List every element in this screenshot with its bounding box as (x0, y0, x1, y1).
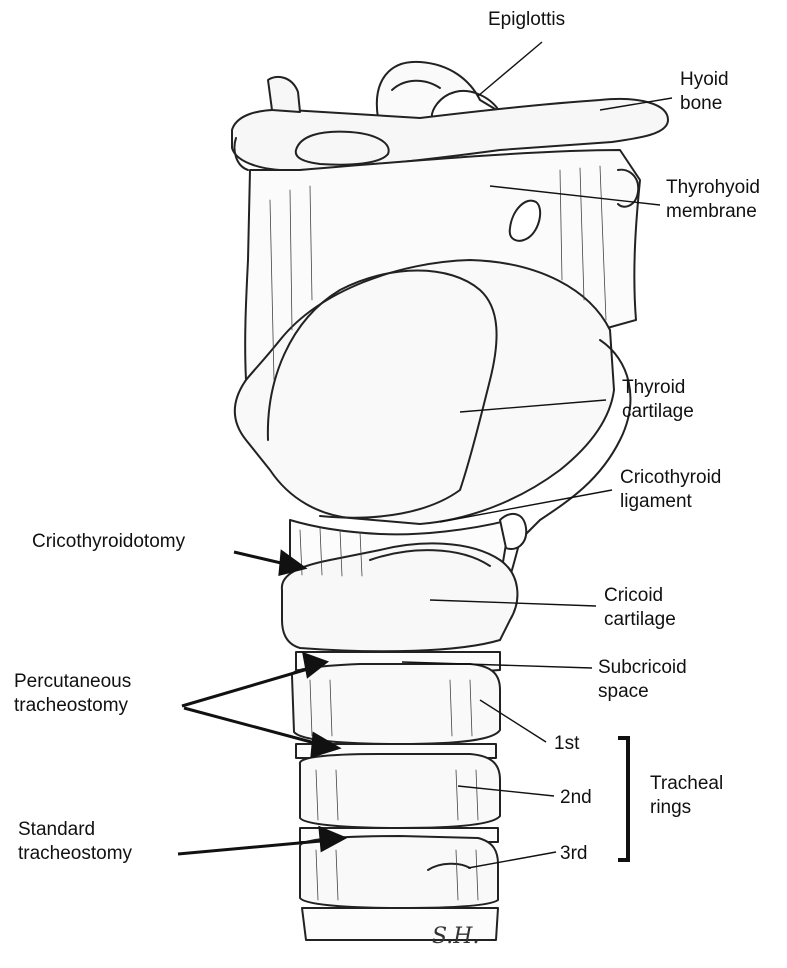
label-standard-tracheostomy: Standard tracheostomy (18, 818, 132, 866)
leader-epiglottis (478, 42, 542, 96)
label-ring-1st: 1st (554, 732, 579, 756)
label-cricothyroid-ligament: Cricothyroid ligament (620, 466, 721, 514)
label-cricothyroidotomy: Cricothyroidotomy (32, 530, 185, 554)
label-epiglottis: Epiglottis (488, 8, 565, 32)
tracheal-rings-bracket (618, 738, 628, 860)
label-thyroid-cartilage: Thyroid cartilage (622, 376, 694, 424)
trachea-ring-1 (292, 664, 500, 744)
label-tracheal-rings: Tracheal rings (650, 772, 723, 820)
label-hyoid-bone: Hyoid bone (680, 68, 729, 116)
label-subcricoid-space: Subcricoid space (598, 656, 687, 704)
trachea-ring-2 (300, 754, 500, 828)
artist-signature: S.H. (432, 924, 479, 949)
label-cricoid-cartilage: Cricoid cartilage (604, 584, 676, 632)
label-thyrohyoid-membrane: Thyrohyoid membrane (666, 176, 760, 224)
label-ring-2nd: 2nd (560, 786, 592, 810)
label-percutaneous-tracheostomy: Percutaneous tracheostomy (14, 670, 131, 718)
label-ring-3rd: 3rd (560, 842, 587, 866)
